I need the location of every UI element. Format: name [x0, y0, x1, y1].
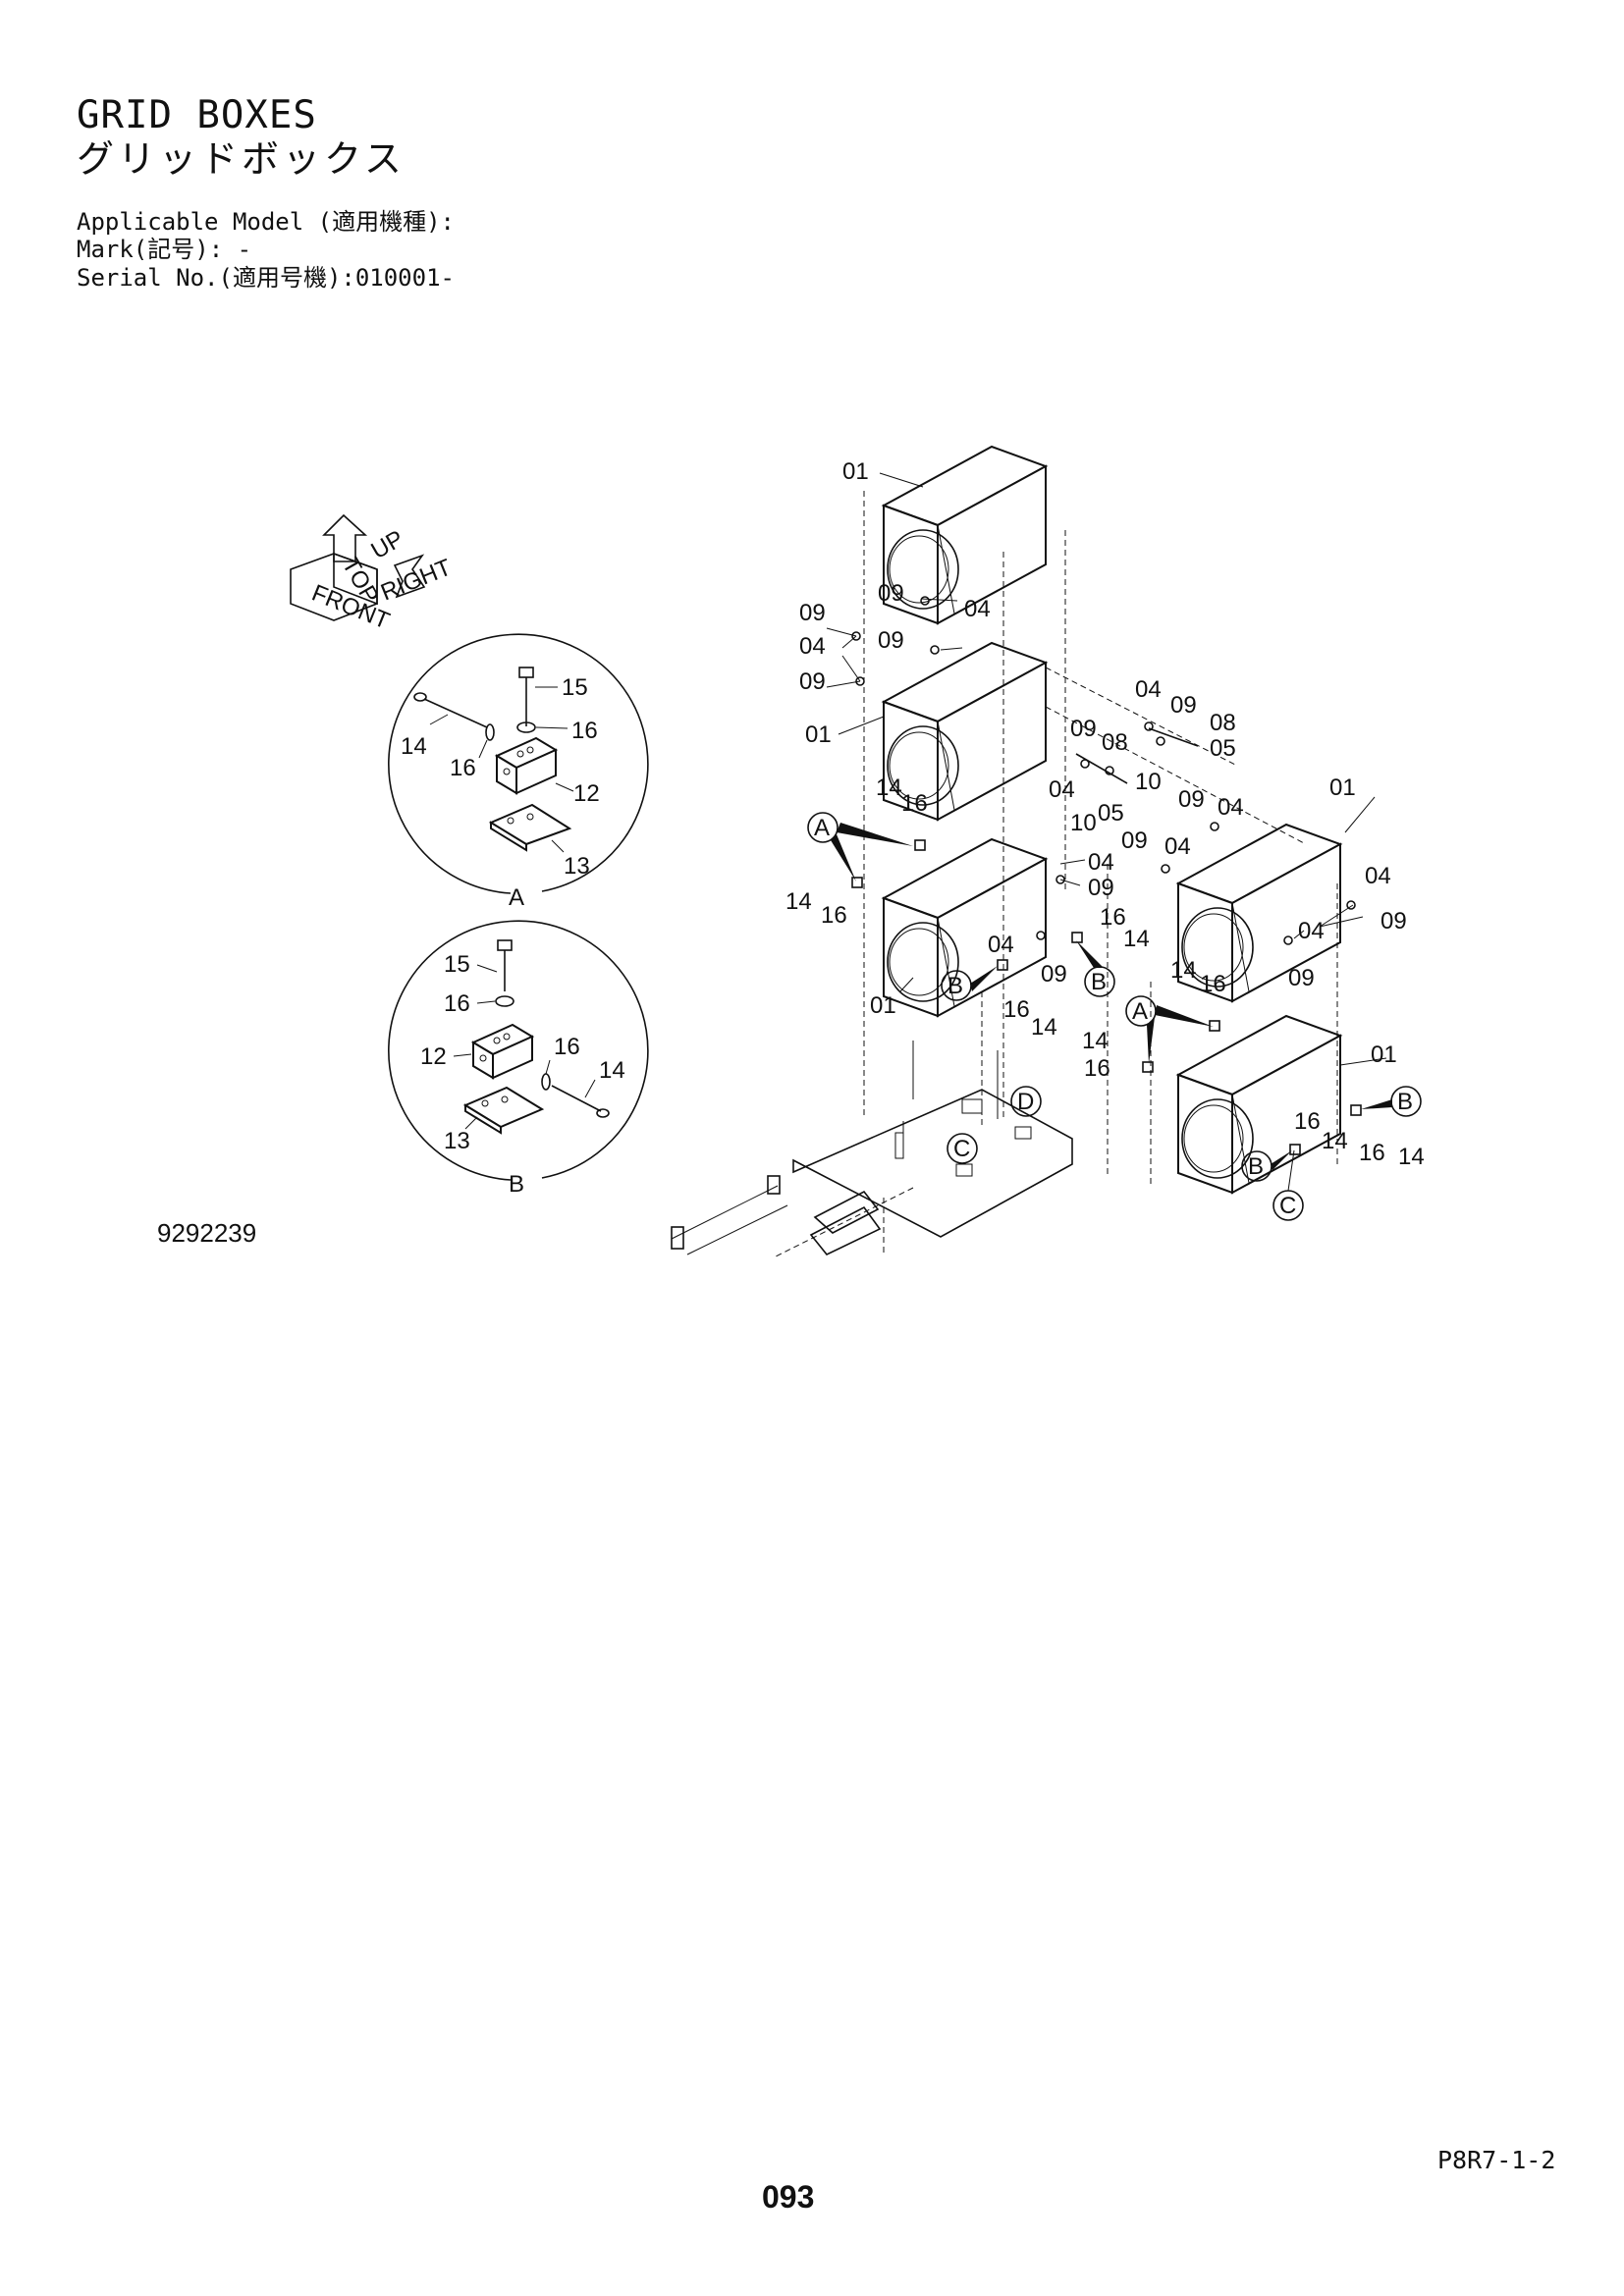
svg-text:14: 14	[599, 1057, 625, 1084]
svg-text:01: 01	[1329, 774, 1356, 801]
detail-a-label: A	[509, 884, 524, 911]
callout-b-3: B	[1397, 1089, 1413, 1115]
svg-text:04: 04	[1218, 794, 1244, 821]
base-frame	[671, 1041, 1073, 1257]
svg-text:12: 12	[420, 1043, 447, 1070]
svg-text:09: 09	[1070, 716, 1097, 742]
svg-text:01: 01	[870, 992, 896, 1019]
orientation-icon: FRONT RIGHT TOP UP	[290, 513, 456, 635]
applicable-model: Applicable Model (適用機種):	[77, 208, 455, 236]
svg-text:16: 16	[1359, 1140, 1385, 1166]
svg-text:08: 08	[1210, 710, 1236, 736]
svg-text:09: 09	[1088, 875, 1114, 901]
svg-text:09: 09	[1121, 828, 1148, 854]
svg-text:16: 16	[1003, 996, 1030, 1023]
svg-text:13: 13	[444, 1128, 470, 1154]
svg-text:09: 09	[799, 668, 826, 695]
svg-text:09: 09	[1170, 692, 1197, 719]
title-english: GRID BOXES	[77, 93, 317, 137]
svg-text:09: 09	[1178, 786, 1205, 813]
svg-text:16: 16	[571, 718, 598, 744]
svg-text:15: 15	[444, 951, 470, 978]
svg-text:04: 04	[1049, 776, 1075, 803]
serial-number: Serial No.(適用号機):010001-	[77, 264, 455, 292]
svg-text:09: 09	[1380, 908, 1407, 934]
title-japanese: グリッドボックス	[77, 137, 406, 181]
svg-text:09: 09	[799, 600, 826, 626]
svg-text:14: 14	[1031, 1014, 1057, 1041]
svg-text:16: 16	[1084, 1055, 1110, 1082]
svg-text:09: 09	[878, 580, 904, 607]
svg-text:16: 16	[821, 902, 847, 929]
detail-b-label: B	[509, 1171, 524, 1198]
svg-text:14: 14	[1170, 957, 1197, 984]
svg-text:04: 04	[1088, 849, 1114, 876]
svg-text:16: 16	[1100, 904, 1126, 931]
svg-text:01: 01	[842, 458, 869, 485]
svg-text:10: 10	[1070, 810, 1097, 836]
right-label: RIGHT	[377, 554, 456, 606]
svg-text:14: 14	[1082, 1028, 1109, 1054]
callout-a-1: A	[814, 815, 830, 841]
callout-d: D	[1017, 1089, 1034, 1115]
svg-text:01: 01	[805, 721, 832, 748]
svg-text:09: 09	[1041, 961, 1067, 988]
callout-a-2: A	[1132, 998, 1148, 1025]
svg-text:04: 04	[799, 633, 826, 660]
mark: Mark(記号): -	[77, 236, 252, 263]
svg-text:04: 04	[964, 596, 991, 622]
svg-text:14: 14	[785, 888, 812, 915]
svg-text:16: 16	[901, 790, 928, 817]
detail-view-b: 15 16 12 16 14 13 B	[388, 920, 649, 1198]
svg-text:01: 01	[1371, 1041, 1397, 1068]
svg-text:08: 08	[1102, 729, 1128, 756]
svg-text:04: 04	[988, 932, 1014, 958]
svg-text:12: 12	[573, 780, 600, 807]
svg-text:16: 16	[444, 990, 470, 1017]
callout-c-1: C	[953, 1136, 970, 1162]
svg-text:14: 14	[1123, 926, 1150, 952]
detail-view-a: 15 16 14 16 12 13 A	[388, 633, 649, 911]
svg-text:10: 10	[1135, 769, 1162, 795]
svg-text:16: 16	[1200, 971, 1226, 997]
svg-text:16: 16	[450, 755, 476, 781]
svg-text:14: 14	[401, 733, 427, 760]
svg-text:13: 13	[564, 853, 590, 880]
svg-text:09: 09	[878, 627, 904, 654]
up-label: UP	[367, 525, 408, 564]
callout-b-2: B	[1091, 969, 1107, 995]
page-number: 093	[762, 2179, 815, 2215]
grid-box-units: A A B B B B C C D 0	[785, 445, 1425, 1221]
svg-text:15: 15	[562, 674, 588, 701]
illustration-number: 9292239	[157, 1218, 257, 1248]
svg-text:04: 04	[1135, 676, 1162, 703]
svg-text:14: 14	[1322, 1128, 1348, 1154]
svg-text:16: 16	[554, 1034, 580, 1060]
callout-b-4: B	[1248, 1153, 1264, 1180]
svg-text:04: 04	[1298, 918, 1325, 944]
svg-text:05: 05	[1098, 800, 1124, 827]
callout-b-1: B	[947, 973, 963, 999]
svg-text:04: 04	[1365, 863, 1391, 889]
svg-text:04: 04	[1164, 833, 1191, 860]
svg-text:14: 14	[876, 774, 902, 801]
svg-text:05: 05	[1210, 735, 1236, 762]
callout-c-2: C	[1279, 1193, 1296, 1219]
page-code: P8R7-1-2	[1437, 2146, 1556, 2174]
svg-text:14: 14	[1398, 1144, 1425, 1170]
svg-text:16: 16	[1294, 1108, 1321, 1135]
svg-text:09: 09	[1288, 965, 1315, 991]
